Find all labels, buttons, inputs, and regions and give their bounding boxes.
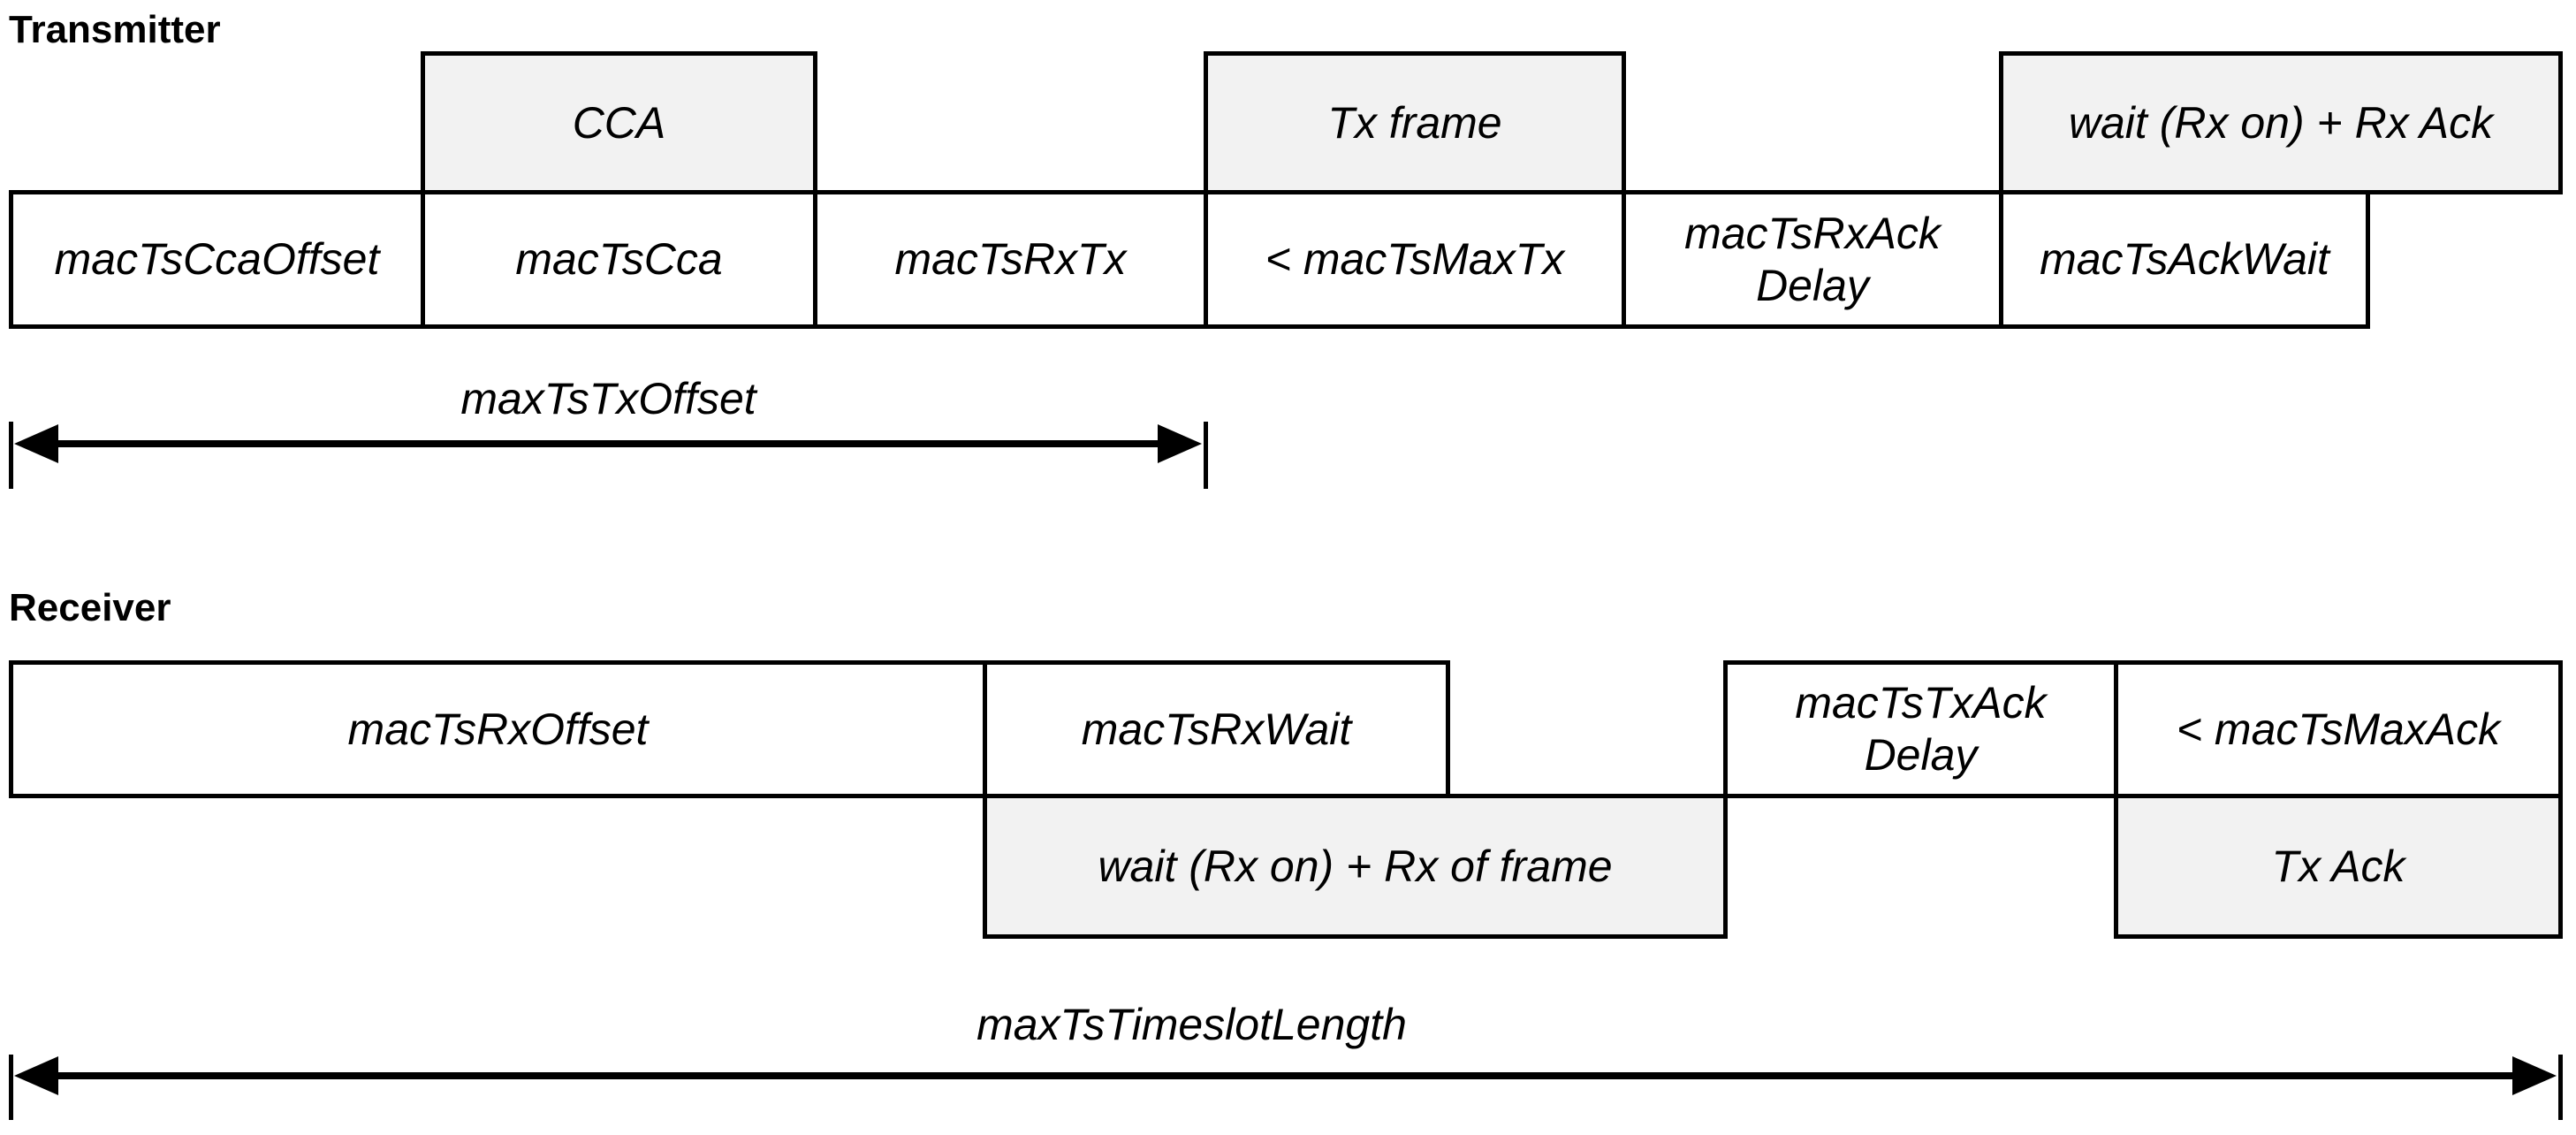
transmitter-cell-macTsCcaOffset: macTsCcaOffset: [9, 190, 425, 329]
transmitter-cell-macTsRxAckDelay: macTsRxAck Delay: [1622, 190, 2003, 329]
max-ts-timeslot-length-label: maxTsTimeslotLength: [976, 1000, 1407, 1049]
tx-ack-activity-box: Tx Ack: [2114, 794, 2563, 939]
cell-label: < macTsMaxAck: [2176, 704, 2501, 754]
cell-label: macTsTxAck Delay: [1795, 678, 2047, 780]
tx-ack-activity-label: Tx Ack: [2271, 841, 2405, 891]
transmitter-title: Transmitter: [9, 8, 221, 51]
dimension-line: [46, 440, 1168, 447]
tx-frame-activity-label: Tx frame: [1327, 97, 1502, 148]
arrowhead-right-icon: [2512, 1056, 2557, 1095]
cell-label: macTsRxWait: [1081, 704, 1352, 754]
cell-label: macTsRxTx: [894, 234, 1127, 284]
cell-label: macTsRxOffset: [347, 704, 649, 754]
dimension-line: [46, 1072, 2520, 1079]
cell-label: macTsAckWait: [2040, 234, 2329, 284]
cell-label: < macTsMaxTx: [1265, 234, 1565, 284]
max-ts-tx-offset-label: maxTsTxOffset: [460, 374, 756, 423]
receiver-title: Receiver: [9, 586, 171, 629]
cell-label: macTsCcaOffset: [54, 234, 380, 284]
transmitter-cell-macTsAckWait: macTsAckWait: [1999, 190, 2370, 329]
cca-activity-box: CCA: [421, 51, 817, 194]
dimension-tick: [9, 1055, 13, 1120]
cell-label: macTsCca: [515, 234, 723, 284]
transmitter-cell-macTsRxTx: macTsRxTx: [813, 190, 1208, 329]
arrowhead-left-icon: [14, 1056, 58, 1095]
transmitter-cell-macTsMaxTx: < macTsMaxTx: [1204, 190, 1626, 329]
cell-label: macTsRxAck Delay: [1684, 208, 1941, 310]
arrowhead-right-icon: [1158, 424, 1202, 463]
arrowhead-left-icon: [14, 424, 58, 463]
transmitter-cell-macTsCca: macTsCca: [421, 190, 817, 329]
dimension-tick: [9, 422, 13, 489]
wait-rx-ack-activity-label: wait (Rx on) + Rx Ack: [2068, 97, 2494, 148]
wait-rx-frame-activity-box: wait (Rx on) + Rx of frame: [983, 794, 1728, 939]
receiver-cell-macTsTxAckDelay: macTsTxAck Delay: [1723, 660, 2118, 798]
dimension-tick: [1204, 422, 1208, 489]
receiver-cell-macTsMaxAck: < macTsMaxAck: [2114, 660, 2563, 798]
cca-activity-label: CCA: [572, 97, 666, 148]
dimension-tick: [2558, 1055, 2563, 1120]
receiver-cell-macTsRxWait: macTsRxWait: [983, 660, 1450, 798]
receiver-cell-macTsRxOffset: macTsRxOffset: [9, 660, 987, 798]
wait-rx-ack-activity-box: wait (Rx on) + Rx Ack: [1999, 51, 2563, 194]
tx-frame-activity-box: Tx frame: [1204, 51, 1626, 194]
wait-rx-frame-activity-label: wait (Rx on) + Rx of frame: [1098, 841, 1613, 891]
